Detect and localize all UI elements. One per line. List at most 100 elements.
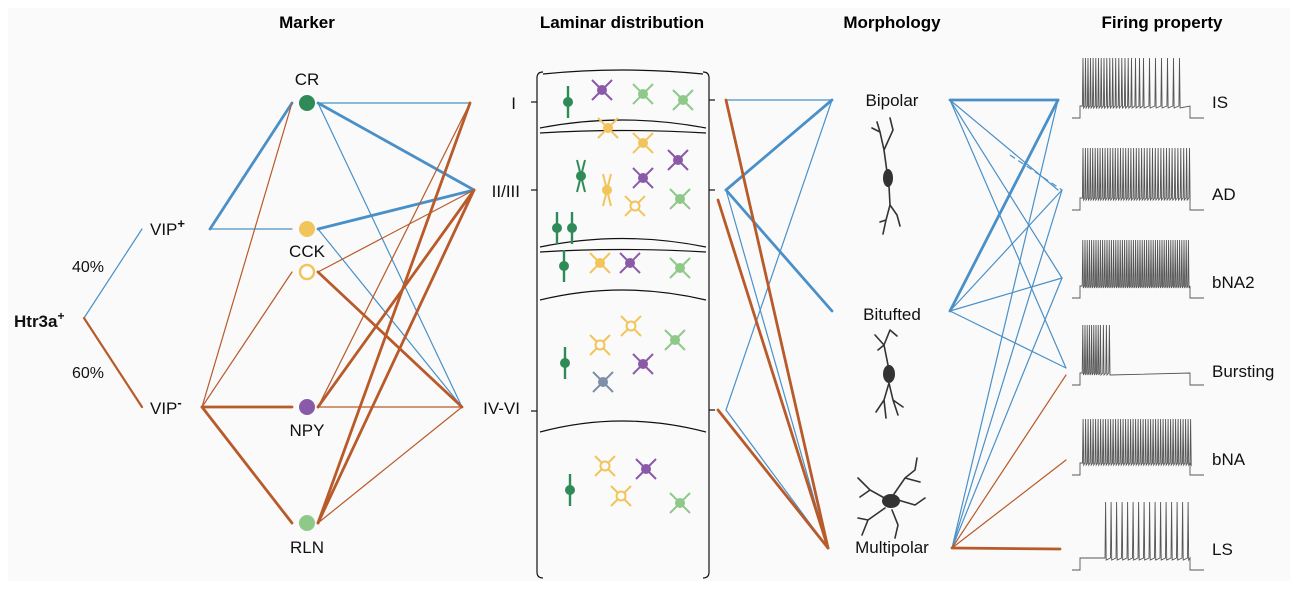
link-line xyxy=(317,406,463,524)
boundary-ii-iv xyxy=(539,237,707,248)
cell-body xyxy=(638,138,648,148)
layer-label-iv-vi: IV-VI xyxy=(483,399,520,418)
cell-body xyxy=(638,359,648,369)
multipolar-cell-marker xyxy=(589,334,611,356)
marker-label-cr: CR xyxy=(295,70,320,89)
boundary-i-ii-b xyxy=(539,129,707,134)
link-line xyxy=(951,99,1059,549)
cell-body xyxy=(552,223,562,233)
cell-body xyxy=(615,490,627,502)
link-line xyxy=(201,271,293,408)
bipolar-cell-marker xyxy=(552,212,562,244)
bipolar-neuron-icon xyxy=(871,117,901,235)
bipolar-cell-marker xyxy=(560,347,570,379)
firing-label-ad: AD xyxy=(1212,185,1236,204)
link-line xyxy=(949,189,1063,312)
firing-label-bna: bNA xyxy=(1212,450,1246,469)
marker-label-cck: CCK xyxy=(289,242,326,261)
multipolar-cell-marker xyxy=(592,371,614,393)
vip-negative-percent: 60% xyxy=(72,365,104,382)
header-marker: Marker xyxy=(279,13,335,32)
left-bracket xyxy=(536,71,544,579)
pia-surface xyxy=(542,69,704,75)
root-label: Htr3a+ xyxy=(14,309,64,331)
link-line xyxy=(316,101,476,192)
link-line xyxy=(724,188,834,313)
cell-body xyxy=(602,185,612,195)
multipolar-cell-marker xyxy=(591,79,613,101)
boundary-ii-iv-b xyxy=(539,248,707,253)
multipolar-neuron-icon xyxy=(857,457,926,539)
firing-trace xyxy=(1072,324,1204,386)
multipolar-cell-marker xyxy=(620,315,642,337)
cell-body xyxy=(567,223,577,233)
cell-body xyxy=(603,123,613,133)
link-line xyxy=(317,189,475,273)
cell-body xyxy=(560,358,570,368)
connection-lines xyxy=(82,98,1067,551)
boundary-i-ii xyxy=(539,119,707,129)
link-line xyxy=(317,102,471,408)
firing-traces xyxy=(1072,57,1204,571)
firing-label-is: IS xyxy=(1212,93,1228,112)
layer-label-i: I xyxy=(511,94,516,113)
bipolar-cell-marker xyxy=(559,250,569,282)
link-line xyxy=(83,228,143,319)
firing-trace xyxy=(1072,57,1204,119)
morph-label-bitufted: Bitufted xyxy=(863,305,921,324)
marker-node-cck-hollow xyxy=(298,263,316,281)
link-line xyxy=(951,277,1063,549)
cell-body xyxy=(675,498,685,508)
link-line xyxy=(82,316,144,409)
layer-label-ii-iii: II/III xyxy=(492,182,520,201)
multipolar-cell-marker xyxy=(669,188,691,210)
cell-body xyxy=(675,263,685,273)
cell-body xyxy=(625,320,637,332)
firing-trace xyxy=(1072,501,1204,571)
cell-body xyxy=(638,173,648,183)
link-line xyxy=(950,546,1062,551)
morph-label-bipolar: Bipolar xyxy=(866,91,919,110)
multipolar-cell-marker xyxy=(667,149,689,171)
marker-node-cr xyxy=(299,95,315,111)
link-line xyxy=(948,98,1060,313)
laminar-cells xyxy=(552,79,694,514)
multipolar-cell-marker xyxy=(632,167,654,189)
firing-label-bna2: bNA2 xyxy=(1212,273,1255,292)
link-line xyxy=(316,101,472,525)
boundary-v-vi xyxy=(539,420,707,433)
right-bracket xyxy=(702,71,710,579)
marker-node-npy xyxy=(299,399,315,415)
link-line xyxy=(208,101,294,231)
link-line xyxy=(316,188,476,231)
firing-trace xyxy=(1072,147,1204,211)
multipolar-cell-marker xyxy=(624,195,646,217)
cell-body xyxy=(597,85,607,95)
cell-body xyxy=(673,155,683,165)
cell-body xyxy=(629,200,641,212)
link-line xyxy=(316,188,476,525)
marker-node-cck xyxy=(299,221,315,237)
cell-body xyxy=(595,258,605,268)
header-laminar: Laminar distribution xyxy=(540,13,704,32)
link-line xyxy=(201,102,293,408)
multipolar-cell-marker xyxy=(664,329,686,351)
link-line xyxy=(951,459,1067,549)
link-line xyxy=(949,310,1067,369)
link-line xyxy=(200,405,294,525)
cortex-layers-panel xyxy=(531,69,715,579)
cell-body xyxy=(576,171,586,181)
multipolar-cell-marker xyxy=(610,485,632,507)
link-line xyxy=(949,99,1067,369)
cell-body xyxy=(641,464,651,474)
bipolar-cell-marker xyxy=(567,212,577,244)
link-line xyxy=(317,102,463,408)
link-line xyxy=(317,228,463,408)
cell-body xyxy=(565,485,575,495)
cell-body xyxy=(598,377,608,387)
vip-negative-label: VIP- xyxy=(150,395,182,418)
cell-body xyxy=(670,335,680,345)
multipolar-cell-marker xyxy=(669,492,691,514)
